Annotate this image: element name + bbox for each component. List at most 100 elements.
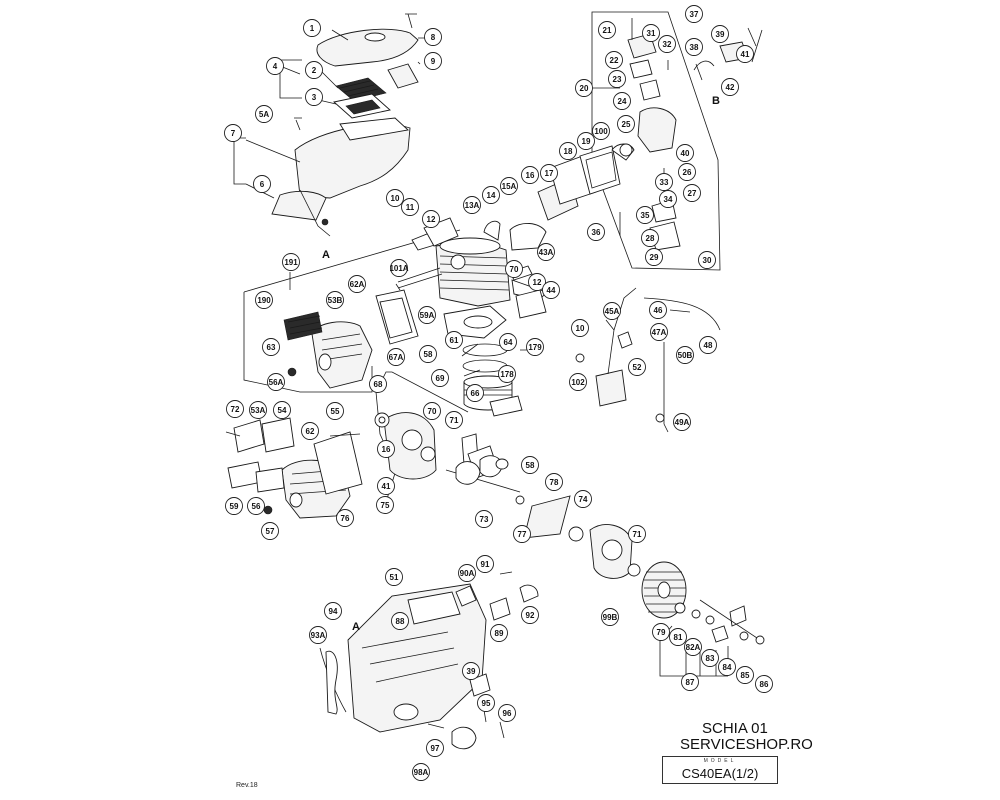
callout-190: 190 [255, 291, 273, 309]
callout-label: 179 [528, 343, 542, 352]
callout-label: 43A [539, 248, 554, 257]
callout-label: 34 [664, 195, 673, 204]
callout-circle [721, 78, 739, 96]
callout-72: 72 [226, 400, 244, 418]
callout-circle [387, 348, 405, 366]
callout-label: 69 [436, 374, 445, 383]
callout-circle [698, 251, 716, 269]
callout-label: 90A [460, 569, 475, 578]
callout-circle [685, 38, 703, 56]
callout-61: 61 [445, 331, 463, 349]
callout-circle [348, 275, 366, 293]
callout-circle [701, 649, 719, 667]
callout-91: 91 [476, 555, 494, 573]
callout-label: 20 [580, 84, 589, 93]
callout-82A: 82A [684, 638, 702, 656]
callout-label: 51 [390, 573, 399, 582]
callout-46: 46 [649, 301, 667, 319]
callout-81: 81 [669, 628, 687, 646]
callout-label: 33 [660, 178, 669, 187]
callout-circle [755, 675, 773, 693]
callout-62A: 62A [348, 275, 366, 293]
callout-circle [601, 608, 619, 626]
callout-89: 89 [490, 624, 508, 642]
callout-3: 3 [305, 88, 323, 106]
callout-circle [247, 497, 265, 515]
callout-circle [537, 243, 555, 261]
callout-label: 61 [450, 336, 459, 345]
callout-86: 86 [755, 675, 773, 693]
callout-circle [463, 196, 481, 214]
callout-label: 53B [328, 296, 343, 305]
callout-label: 18 [564, 147, 573, 156]
callout-58: 58 [521, 456, 539, 474]
callout-label: 56 [252, 502, 261, 511]
callout-label: 100 [594, 127, 608, 136]
callout-circle [262, 338, 280, 356]
callout-label: 86 [760, 680, 769, 689]
callout-88: 88 [391, 612, 409, 630]
callout-label: 59 [230, 502, 239, 511]
callout-label: 53A [251, 406, 266, 415]
callout-label: 45A [605, 307, 620, 316]
callout-circle [226, 400, 244, 418]
callout-66: 66 [466, 384, 484, 402]
callout-label: 39 [467, 667, 476, 676]
callout-31: 31 [642, 24, 660, 42]
callout-circle [617, 115, 635, 133]
callout-circle [490, 624, 508, 642]
callout-label: 12 [427, 215, 436, 224]
model-box: MODEL CS40EA(1/2) [662, 756, 778, 784]
callout-label: 48 [704, 341, 713, 350]
callout-label: 76 [341, 514, 350, 523]
callout-21: 21 [598, 21, 616, 39]
callout-circle [628, 358, 646, 376]
view-label-a-bottom: A [352, 621, 360, 633]
callout-95: 95 [477, 694, 495, 712]
callout-label: 19 [582, 137, 591, 146]
callout-circle [249, 401, 267, 419]
callout-circle [681, 673, 699, 691]
callout-7: 7 [224, 124, 242, 142]
callout-circle [225, 497, 243, 515]
callout-label: 73 [480, 515, 489, 524]
callout-label: 16 [526, 171, 535, 180]
callout-label: 9 [431, 57, 436, 66]
main-frame-group [319, 571, 539, 750]
callout-circle [699, 336, 717, 354]
callout-label: 54 [278, 406, 287, 415]
callout-circle [685, 5, 703, 23]
callout-25: 25 [617, 115, 635, 133]
callout-circle [577, 132, 595, 150]
callout-label: 99B [603, 613, 618, 622]
callout-label: 75 [381, 501, 390, 510]
callout-79: 79 [652, 623, 670, 641]
callout-label: 6 [260, 180, 265, 189]
callout-circle [642, 24, 660, 42]
callout-41: 41 [377, 477, 395, 495]
callout-47A: 47A [650, 323, 668, 341]
callout-circle [305, 61, 323, 79]
callout-53A: 53A [249, 401, 267, 419]
callout-5A: 5A [255, 105, 273, 123]
callout-15A: 15A [500, 177, 518, 195]
callout-label: 62 [306, 427, 315, 436]
callout-label: 59A [420, 311, 435, 320]
callout-label: 1 [310, 24, 315, 33]
callout-32: 32 [658, 35, 676, 53]
callout-circle [736, 45, 754, 63]
callout-102: 102 [569, 373, 587, 391]
callout-24: 24 [613, 92, 631, 110]
callout-20: 20 [575, 79, 593, 97]
callout-label: 96 [503, 709, 512, 718]
callout-circle [649, 301, 667, 319]
callout-33: 33 [655, 173, 673, 191]
callout-circle [605, 51, 623, 69]
callout-4: 4 [266, 57, 284, 75]
callout-circle [521, 606, 539, 624]
callout-circle [477, 694, 495, 712]
callout-circle [445, 411, 463, 429]
callout-label: 35 [641, 211, 650, 220]
callout-label: 58 [424, 350, 433, 359]
